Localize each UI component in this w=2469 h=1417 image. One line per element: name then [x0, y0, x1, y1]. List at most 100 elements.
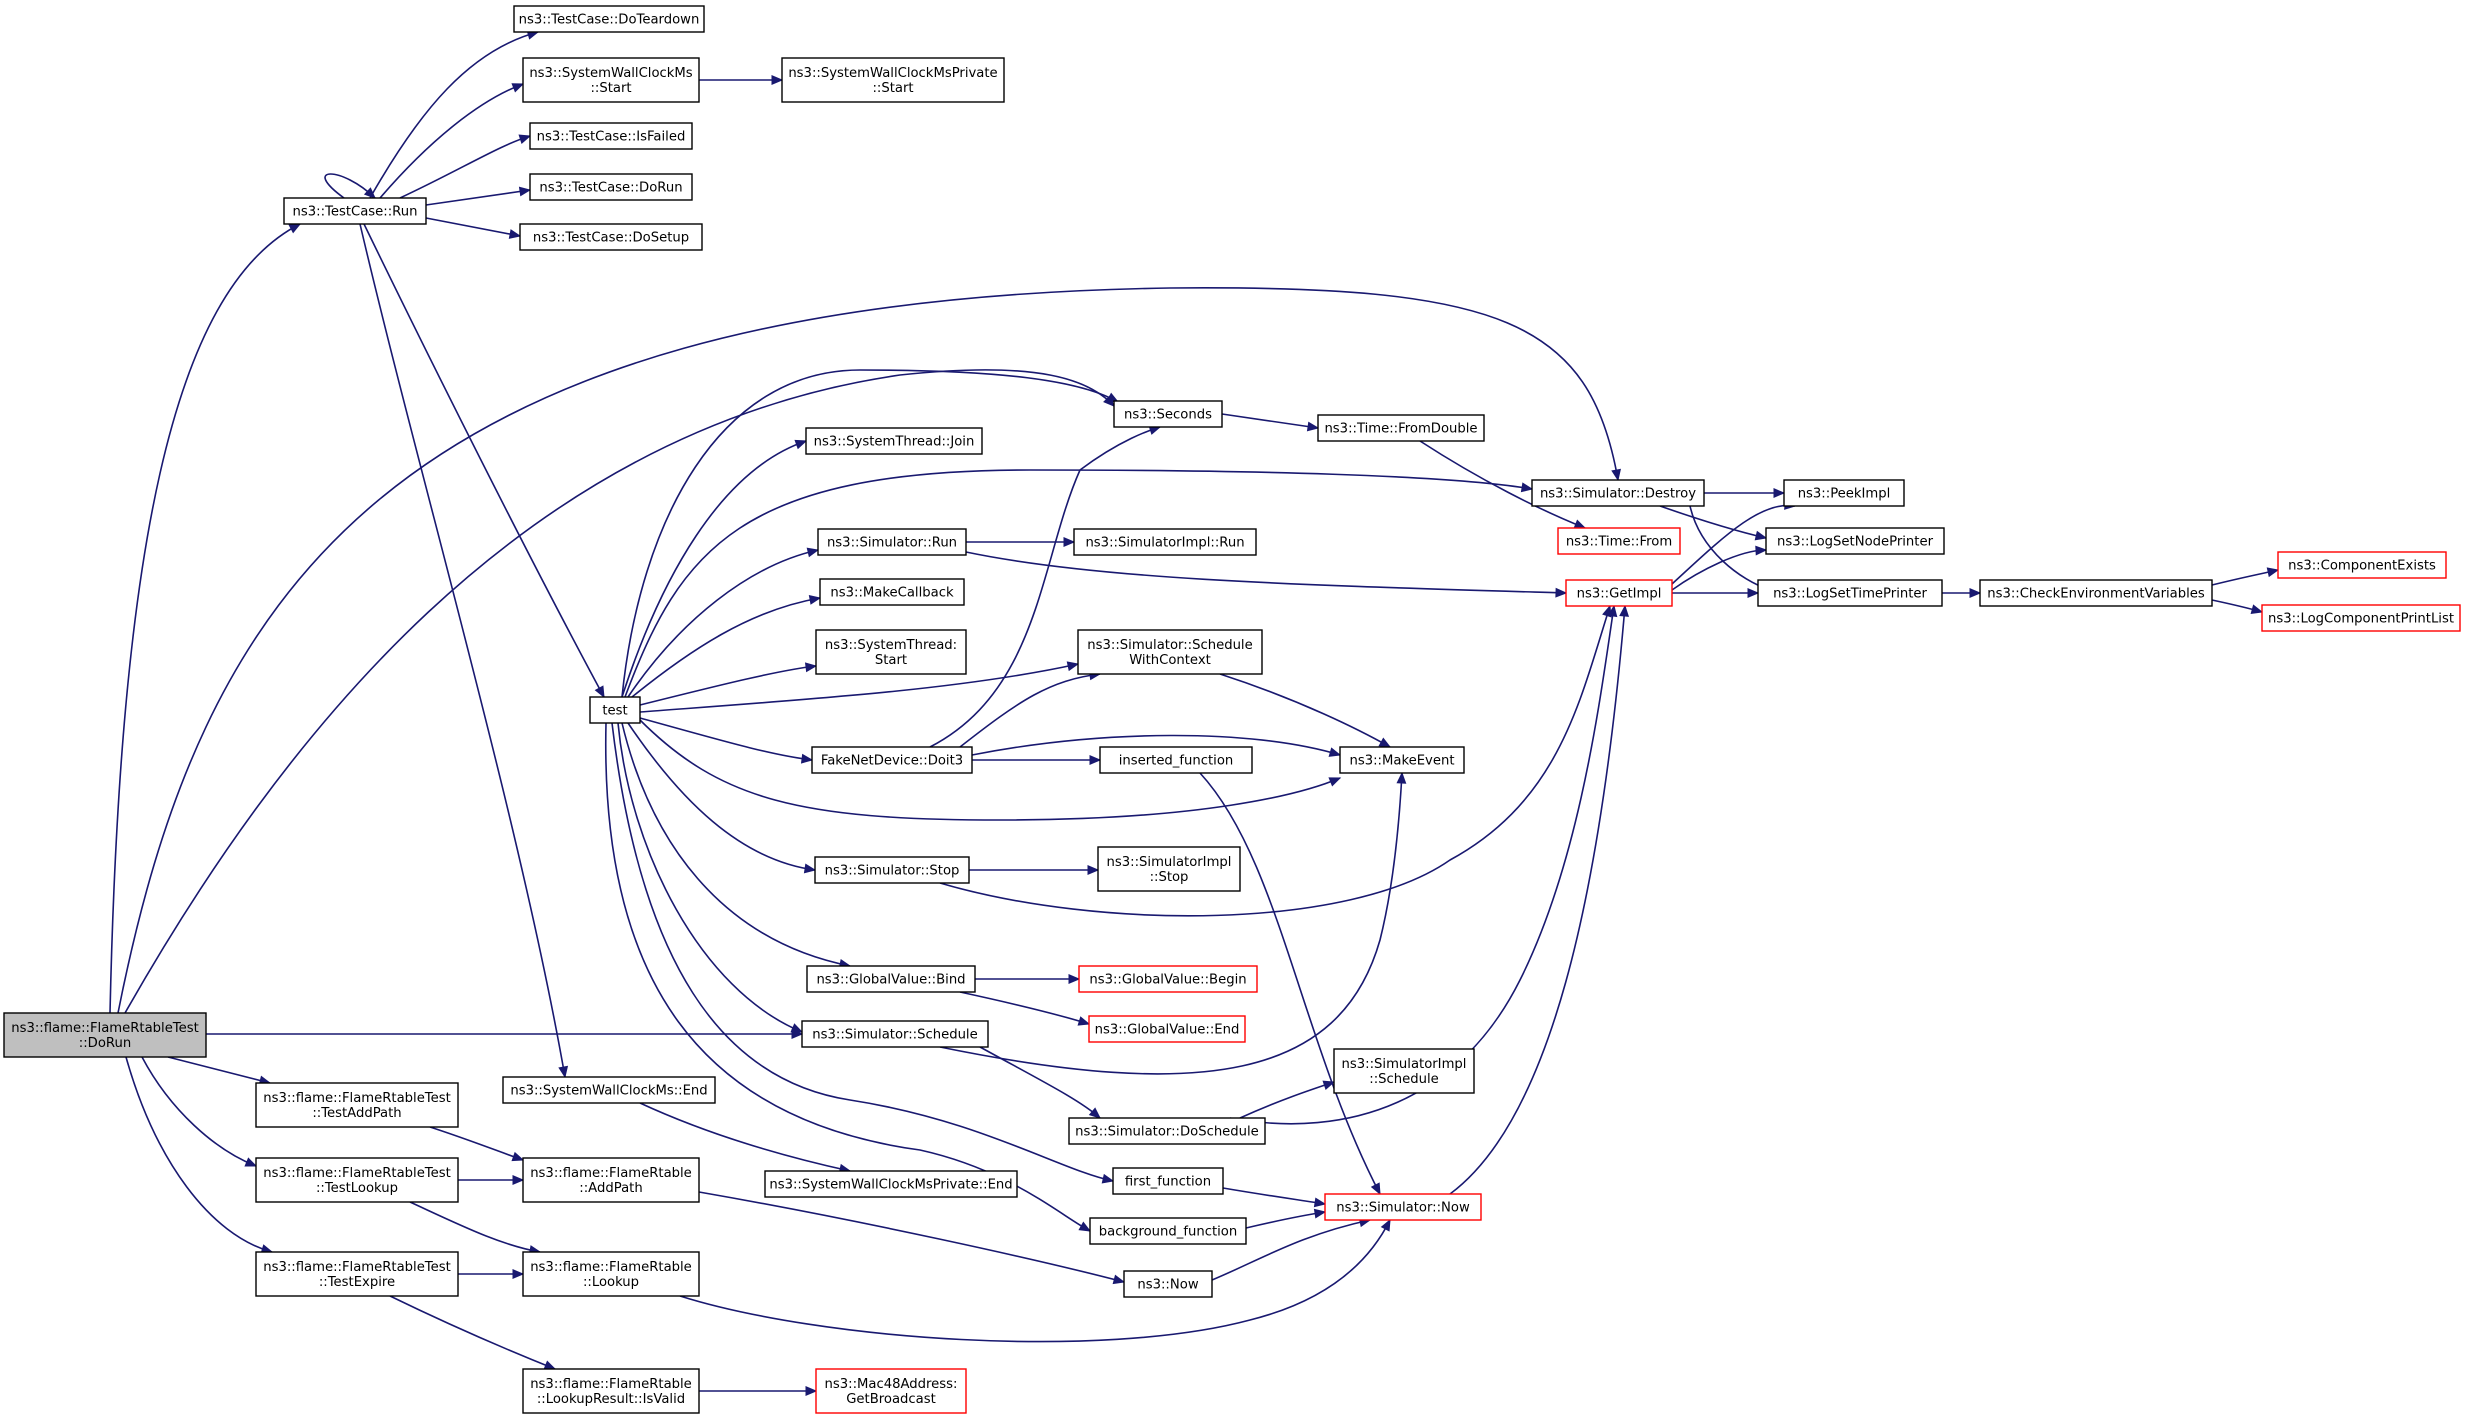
node-box[interactable]: [815, 1368, 967, 1414]
node-swcpEnd[interactable]: ns3::SystemWallClockMsPrivate::End: [764, 1170, 1018, 1198]
node-inserted[interactable]: inserted_function: [1099, 746, 1253, 774]
node-join[interactable]: ns3::SystemThread::Join: [805, 427, 983, 455]
node-simnow[interactable]: ns3::Simulator::Now: [1324, 1193, 1482, 1221]
node-simrun[interactable]: ns3::Simulator::Run: [817, 528, 967, 556]
node-checkenv[interactable]: ns3::CheckEnvironmentVariables: [1979, 579, 2213, 607]
node-box[interactable]: [1089, 1217, 1247, 1245]
node-box[interactable]: [1077, 629, 1263, 675]
node-tcrun[interactable]: ns3::TestCase::Run: [283, 197, 427, 225]
node-compexists[interactable]: ns3::ComponentExists: [2277, 551, 2447, 579]
node-now[interactable]: ns3::Now: [1123, 1270, 1213, 1298]
node-box[interactable]: [522, 1368, 700, 1414]
node-test[interactable]: test: [589, 696, 641, 724]
node-swcStart[interactable]: ns3::SystemWallClockMs::Start: [522, 57, 700, 103]
node-box[interactable]: [806, 965, 976, 993]
node-box[interactable]: [1783, 479, 1905, 507]
node-makeevent[interactable]: ns3::MakeEvent: [1339, 746, 1465, 774]
node-box[interactable]: [1531, 479, 1705, 507]
node-logtime[interactable]: ns3::LogSetTimePrinter: [1757, 579, 1943, 607]
node-box[interactable]: [529, 173, 693, 201]
node-box[interactable]: [1765, 527, 1945, 555]
node-root[interactable]: ns3::flame::FlameRtableTest::DoRun: [3, 1012, 207, 1058]
node-box[interactable]: [801, 1020, 989, 1048]
node-box[interactable]: [1557, 527, 1681, 555]
node-schedule[interactable]: ns3::Simulator::Schedule: [801, 1020, 989, 1048]
node-box[interactable]: [1073, 528, 1257, 556]
node-box[interactable]: [3, 1012, 207, 1058]
node-box[interactable]: [255, 1157, 459, 1203]
node-box[interactable]: [817, 528, 967, 556]
node-isvalid[interactable]: ns3::flame::FlameRtable::LookupResult::I…: [522, 1368, 700, 1414]
node-swcpStart[interactable]: ns3::SystemWallClockMsPrivate::Start: [781, 57, 1005, 103]
node-box[interactable]: [513, 5, 705, 33]
node-swcEnd[interactable]: ns3::SystemWallClockMs::End: [502, 1076, 716, 1104]
node-fromdouble[interactable]: ns3::Time::FromDouble: [1317, 414, 1485, 442]
node-dosetup[interactable]: ns3::TestCase::DoSetup: [519, 223, 703, 251]
node-box[interactable]: [502, 1076, 716, 1104]
node-box[interactable]: [589, 696, 641, 724]
node-destroy[interactable]: ns3::Simulator::Destroy: [1531, 479, 1705, 507]
node-mac48[interactable]: ns3::Mac48Address:GetBroadcast: [815, 1368, 967, 1414]
node-makecb[interactable]: ns3::MakeCallback: [819, 578, 965, 606]
node-box[interactable]: [815, 629, 967, 675]
node-testlookup[interactable]: ns3::flame::FlameRtableTest::TestLookup: [255, 1157, 459, 1203]
node-gvbind[interactable]: ns3::GlobalValue::Bind: [806, 965, 976, 993]
node-lognode[interactable]: ns3::LogSetNodePrinter: [1765, 527, 1945, 555]
node-doschedule[interactable]: ns3::Simulator::DoSchedule: [1068, 1117, 1266, 1145]
node-teardown[interactable]: ns3::TestCase::DoTeardown: [513, 5, 705, 33]
node-testexpire[interactable]: ns3::flame::FlameRtableTest::TestExpire: [255, 1251, 459, 1297]
node-implstop[interactable]: ns3::SimulatorImpl::Stop: [1097, 846, 1241, 892]
node-box[interactable]: [814, 856, 970, 884]
node-box[interactable]: [781, 57, 1005, 103]
node-seconds[interactable]: ns3::Seconds: [1113, 400, 1223, 428]
node-firstfn[interactable]: first_function: [1112, 1167, 1224, 1195]
node-timefrom[interactable]: ns3::Time::From: [1557, 527, 1681, 555]
node-box[interactable]: [522, 1157, 700, 1203]
node-box[interactable]: [1088, 1015, 1246, 1043]
node-box[interactable]: [1339, 746, 1465, 774]
node-box[interactable]: [805, 427, 983, 455]
node-box[interactable]: [819, 578, 965, 606]
node-isfailed[interactable]: ns3::TestCase::IsFailed: [529, 122, 693, 150]
node-box[interactable]: [764, 1170, 1018, 1198]
node-doit3[interactable]: FakeNetDevice::Doit3: [811, 746, 973, 774]
node-testaddpath[interactable]: ns3::flame::FlameRtableTest::TestAddPath: [255, 1082, 459, 1128]
node-box[interactable]: [1113, 400, 1223, 428]
node-box[interactable]: [283, 197, 427, 225]
node-box[interactable]: [1979, 579, 2213, 607]
node-box[interactable]: [1097, 846, 1241, 892]
node-box[interactable]: [255, 1082, 459, 1128]
node-box[interactable]: [1099, 746, 1253, 774]
node-addpath[interactable]: ns3::flame::FlameRtable::AddPath: [522, 1157, 700, 1203]
node-box[interactable]: [2277, 551, 2447, 579]
node-box[interactable]: [255, 1251, 459, 1297]
node-getimpl[interactable]: ns3::GetImpl: [1565, 579, 1673, 607]
node-box[interactable]: [1333, 1048, 1475, 1094]
node-implrun[interactable]: ns3::SimulatorImpl::Run: [1073, 528, 1257, 556]
node-box[interactable]: [2261, 604, 2461, 632]
node-logcomp[interactable]: ns3::LogComponentPrintList: [2261, 604, 2461, 632]
node-implsched[interactable]: ns3::SimulatorImpl::Schedule: [1333, 1048, 1475, 1094]
node-gvbegin[interactable]: ns3::GlobalValue::Begin: [1078, 965, 1258, 993]
node-thstart[interactable]: ns3::SystemThread:Start: [815, 629, 967, 675]
node-box[interactable]: [1068, 1117, 1266, 1145]
node-box[interactable]: [1565, 579, 1673, 607]
node-gvend[interactable]: ns3::GlobalValue::End: [1088, 1015, 1246, 1043]
node-box[interactable]: [1078, 965, 1258, 993]
node-dorun[interactable]: ns3::TestCase::DoRun: [529, 173, 693, 201]
node-box[interactable]: [522, 57, 700, 103]
node-box[interactable]: [1112, 1167, 1224, 1195]
node-box[interactable]: [522, 1251, 700, 1297]
node-box[interactable]: [519, 223, 703, 251]
node-box[interactable]: [1317, 414, 1485, 442]
node-box[interactable]: [811, 746, 973, 774]
node-box[interactable]: [1757, 579, 1943, 607]
node-bgfn[interactable]: background_function: [1089, 1217, 1247, 1245]
node-box[interactable]: [1324, 1193, 1482, 1221]
node-box[interactable]: [529, 122, 693, 150]
node-peekimpl[interactable]: ns3::PeekImpl: [1783, 479, 1905, 507]
node-lookup[interactable]: ns3::flame::FlameRtable::Lookup: [522, 1251, 700, 1297]
node-box[interactable]: [1123, 1270, 1213, 1298]
node-simstop[interactable]: ns3::Simulator::Stop: [814, 856, 970, 884]
